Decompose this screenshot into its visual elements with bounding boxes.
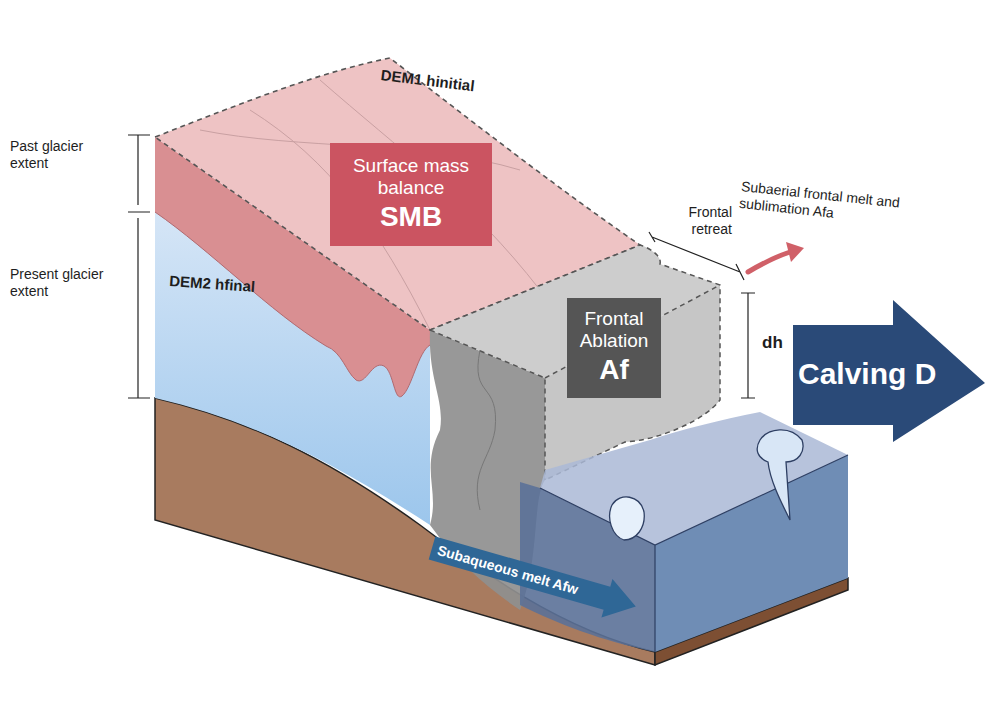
node-symbol: SMB bbox=[330, 201, 492, 233]
retreat-dimension bbox=[649, 232, 744, 280]
surface-label: DEM1 hinitial bbox=[380, 66, 521, 100]
extent-label: Past glacier extent bbox=[10, 138, 122, 172]
process-label: Subaerial frontal melt and sublimation A… bbox=[738, 178, 952, 234]
node-text: Surface mass balance bbox=[330, 155, 492, 199]
node-text: Subaqueous melt Afw bbox=[435, 541, 609, 607]
water-side bbox=[655, 455, 848, 652]
arrow-body bbox=[426, 529, 641, 626]
extent-label: Present glacier extent bbox=[10, 266, 122, 300]
ablation-crevasse bbox=[477, 350, 495, 510]
dimension-label: Frontal retreat bbox=[668, 204, 732, 238]
dimension-label: dh bbox=[762, 334, 802, 351]
surface-label: DEM2 hfinal bbox=[169, 272, 280, 297]
iceberg bbox=[757, 430, 803, 520]
subaerial-arrowhead bbox=[786, 242, 804, 262]
water-edge bbox=[540, 455, 848, 652]
node-text: Frontal Ablation bbox=[567, 308, 661, 352]
node-text: Calving D bbox=[798, 357, 958, 391]
extent-bracket bbox=[128, 135, 150, 398]
arrow-shape: Subaqueous melt Afw bbox=[426, 529, 641, 626]
iceberg bbox=[610, 497, 645, 540]
process-box: Surface mass balanceSMB bbox=[330, 143, 492, 246]
subaerial-arrow bbox=[748, 252, 790, 272]
arrow-shape: Calving D bbox=[790, 300, 986, 442]
node-symbol: Af bbox=[567, 354, 661, 386]
process-box: Frontal AblationAf bbox=[567, 298, 661, 398]
arrow-body bbox=[793, 300, 985, 442]
dh-dimension bbox=[741, 293, 755, 398]
